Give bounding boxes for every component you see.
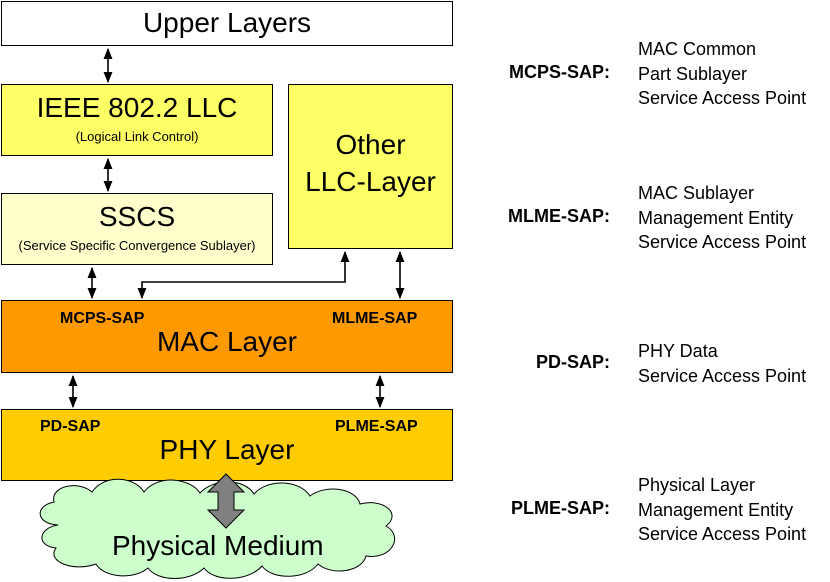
arrow-other-llc-mcps (137, 250, 350, 300)
phy-sap-left-label: PD-SAP (40, 418, 101, 435)
upper-layers-box: Upper Layers (1, 1, 453, 46)
sscs-box: SSCS (Service Specific Convergence Subla… (1, 193, 273, 265)
sscs-subtitle: (Service Specific Convergence Sublayer) (18, 238, 256, 253)
llc-box: IEEE 802.2 LLC (Logical Link Control) (1, 84, 273, 156)
legend-desc-mcps: MAC Common Part Sublayer Service Access … (638, 39, 807, 108)
llc-subtitle: (Logical Link Control) (75, 129, 199, 144)
physical-medium-cloud (39, 478, 396, 579)
medium-double-arrow (206, 473, 246, 529)
legend-desc-mlme: MAC Sublayer Management Entity Service A… (638, 183, 807, 252)
mac-layer-title: MAC Layer (156, 326, 298, 357)
physical-medium-label: Physical Medium (112, 530, 324, 561)
legend-desc-plme: Physical Layer Management Entity Service… (638, 475, 807, 544)
phy-sap-right-label: PLME-SAP (335, 418, 418, 435)
phy-layer-title: PHY Layer (159, 434, 295, 465)
legend-abbr-pd: PD-SAP: (535, 352, 610, 372)
other-llc-line2: LLC-Layer (305, 166, 436, 197)
llc-title: IEEE 802.2 LLC (36, 92, 238, 123)
upper-layers-title: Upper Layers (142, 7, 312, 38)
other-llc-line1: Other (335, 129, 406, 160)
mac-layer-box: MCPS-SAP MLME-SAP MAC Layer (1, 300, 453, 373)
legend-abbr-plme: PLME-SAP: (511, 498, 610, 518)
legend-abbr-mlme: MLME-SAP: (508, 206, 610, 226)
other-llc-box: Other LLC-Layer (288, 84, 453, 249)
mac-sap-left-label: MCPS-SAP (60, 310, 145, 327)
phy-layer-box: PD-SAP PLME-SAP PHY Layer (1, 409, 453, 481)
mac-sap-right-label: MLME-SAP (332, 310, 418, 327)
legend-abbr-mcps: MCPS-SAP: (508, 62, 610, 82)
sscs-title: SSCS (98, 201, 176, 232)
legend-desc-pd: PHY Data Service Access Point (638, 341, 807, 386)
